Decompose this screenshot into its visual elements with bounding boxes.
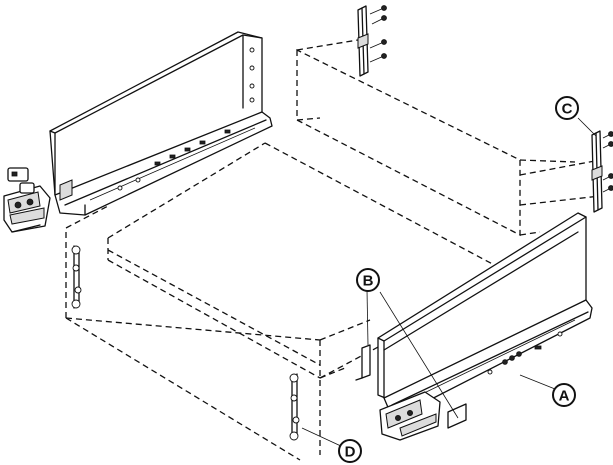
callout-c: C <box>555 96 579 120</box>
dashed-back-panel <box>296 39 601 237</box>
left-rear-holes <box>249 47 255 103</box>
left-drawer-side <box>49 31 273 216</box>
front-fixing-bracket-d <box>289 373 300 441</box>
left-front-fixing-bracket <box>71 245 82 309</box>
rear-bracket-top-screws <box>369 5 387 63</box>
callout-a: A <box>552 383 576 407</box>
rear-bracket-c <box>591 130 613 213</box>
callout-b-label: B <box>363 273 374 290</box>
left-runner-slots <box>117 129 231 191</box>
left-loose-clip <box>7 167 35 194</box>
rear-bracket-top <box>357 5 387 77</box>
callout-c-label: C <box>562 101 573 118</box>
right-runner-holes <box>487 331 563 375</box>
callout-a-label: A <box>559 388 570 405</box>
callout-d: D <box>338 439 362 463</box>
callout-d-label: D <box>345 444 356 461</box>
rear-bracket-c-screws <box>602 131 613 193</box>
dashed-front-panel <box>65 204 371 461</box>
right-drawer-side <box>377 212 593 441</box>
callout-leaders <box>301 117 597 448</box>
callout-b: B <box>356 268 380 292</box>
left-front-mechanism <box>3 185 51 233</box>
